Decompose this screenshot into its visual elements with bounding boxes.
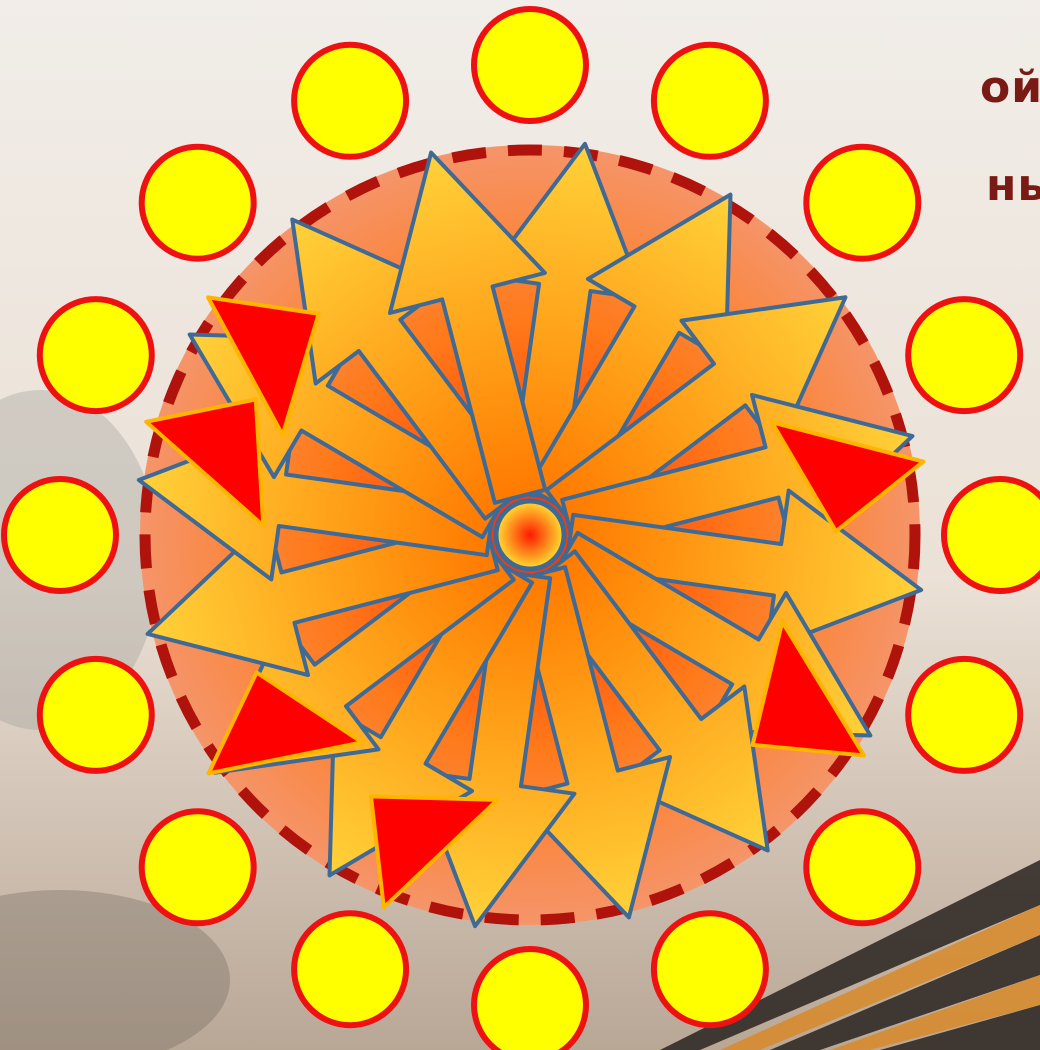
- center-medallion: [496, 501, 564, 569]
- bead-circle: [908, 659, 1020, 771]
- bead-circle: [654, 45, 766, 157]
- bead-circle: [4, 479, 116, 591]
- bead-circle: [806, 811, 918, 923]
- bead-circle: [294, 913, 406, 1025]
- bead-circle: [944, 479, 1040, 591]
- bead-circle: [908, 299, 1020, 411]
- bead-circle: [474, 949, 586, 1050]
- bead-circle: [142, 147, 254, 259]
- bead-circle: [40, 659, 152, 771]
- bead-circle: [294, 45, 406, 157]
- bead-circle: [142, 811, 254, 923]
- bead-circle: [806, 147, 918, 259]
- bead-circle: [40, 299, 152, 411]
- bead-circle: [474, 9, 586, 121]
- bead-circle: [654, 913, 766, 1025]
